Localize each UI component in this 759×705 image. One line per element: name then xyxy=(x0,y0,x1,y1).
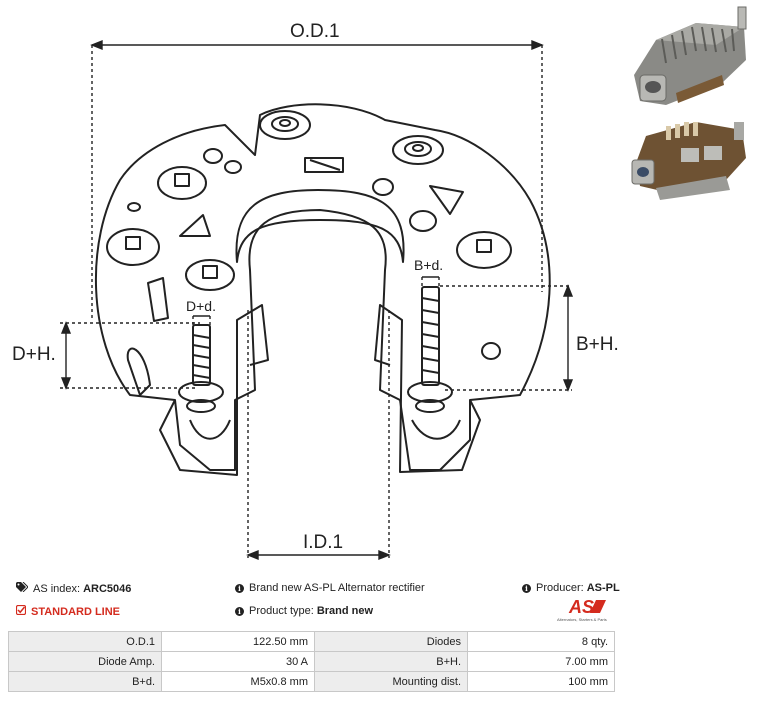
od-label: O.D.1 xyxy=(290,21,340,42)
table-row: Diode Amp. 30 A B+H. 7.00 mm xyxy=(8,651,615,672)
as-index-label: AS index: xyxy=(33,582,81,595)
id-label: I.D.1 xyxy=(303,532,343,553)
spec-value: 7.00 mm xyxy=(467,651,615,672)
producer-value: AS-PL xyxy=(586,582,620,594)
inner-arch xyxy=(235,189,405,263)
info-icon: i xyxy=(235,583,244,593)
product-type-label: Product type: xyxy=(249,605,314,617)
standard-line: STANDARD LINE xyxy=(15,604,121,618)
spec-table: O.D.1 122.50 mm Diodes 8 qty. Diode Amp.… xyxy=(8,631,615,692)
logo-mark: AS xyxy=(568,597,594,617)
description: i Brand new AS-PL Alternator rectifier xyxy=(235,582,425,594)
rectifier-outline xyxy=(94,103,551,471)
check-square-icon xyxy=(15,604,27,618)
spec-key: B+H. xyxy=(314,651,468,672)
product-photo-bottom xyxy=(631,122,746,200)
spec-value: 122.50 mm xyxy=(161,631,315,652)
tags-icon xyxy=(16,581,29,595)
standard-line-text: STANDARD LINE xyxy=(31,605,121,618)
spec-value: 100 mm xyxy=(467,671,615,692)
spec-key: Mounting dist. xyxy=(314,671,468,692)
spec-key: Diode Amp. xyxy=(8,651,162,672)
bd-label: B+d. xyxy=(414,257,443,273)
spec-value: 30 A xyxy=(161,651,315,672)
product-type-value: Brand new xyxy=(316,605,374,617)
table-row: O.D.1 122.50 mm Diodes 8 qty. xyxy=(8,631,615,652)
product-type: i Product type: Brand new xyxy=(235,605,373,617)
bh-label: B+H. xyxy=(576,334,619,355)
producer: i Producer: AS-PL xyxy=(522,582,620,594)
info-icon: i xyxy=(235,606,244,616)
as-index: AS index: ARC5046 xyxy=(16,581,132,595)
description-text: Brand new AS-PL Alternator rectifier xyxy=(249,582,425,594)
spec-value: M5x0.8 mm xyxy=(161,671,315,692)
producer-label: Producer: xyxy=(536,582,584,594)
technical-drawing: O.D.1 I.D.1 D+H. B+H. D+d. B+d. xyxy=(12,21,619,561)
as-index-value: ARC5046 xyxy=(83,582,132,595)
info-icon: i xyxy=(522,583,531,593)
as-pl-logo: AS Alternators, Starters & Parts xyxy=(557,597,607,622)
spec-key: O.D.1 xyxy=(8,631,162,652)
table-row: B+d. M5x0.8 mm Mounting dist. 100 mm xyxy=(8,671,615,692)
spec-key: B+d. xyxy=(8,671,162,692)
product-photo-top xyxy=(634,6,747,105)
spec-key: Diodes xyxy=(314,631,468,652)
spec-value: 8 qty. xyxy=(467,631,615,652)
dd-label: D+d. xyxy=(186,298,216,314)
dh-label: D+H. xyxy=(12,344,56,365)
logo-tagline: Alternators, Starters & Parts xyxy=(557,617,607,622)
